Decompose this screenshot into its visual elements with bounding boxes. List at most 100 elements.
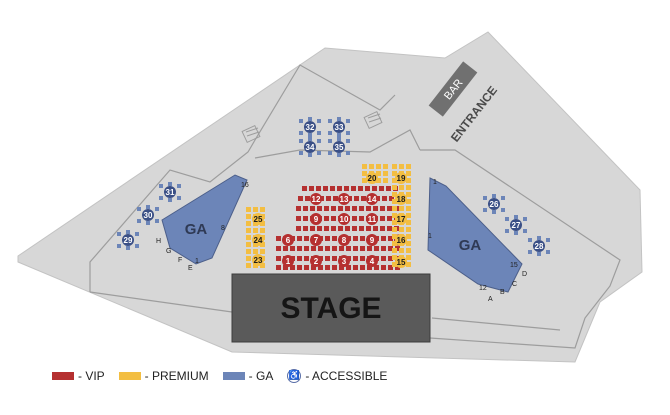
table-seat[interactable] bbox=[155, 219, 159, 223]
premium-seat[interactable] bbox=[392, 255, 397, 260]
vip-seat[interactable] bbox=[331, 226, 336, 231]
premium-seat[interactable] bbox=[406, 220, 411, 225]
vip-seat[interactable] bbox=[389, 196, 394, 201]
table-seat[interactable] bbox=[528, 250, 532, 254]
table-seat[interactable] bbox=[505, 229, 509, 233]
table-seat[interactable] bbox=[308, 153, 312, 157]
premium-seat[interactable] bbox=[260, 263, 265, 268]
vip-seat[interactable] bbox=[296, 216, 301, 221]
vip-seat[interactable] bbox=[304, 246, 309, 251]
vip-seat[interactable] bbox=[386, 186, 391, 191]
vip-seat[interactable] bbox=[381, 256, 386, 261]
premium-seat[interactable] bbox=[392, 241, 397, 246]
table-29-marker[interactable] bbox=[122, 234, 134, 246]
table-seat[interactable] bbox=[483, 196, 487, 200]
vip-seat[interactable] bbox=[367, 265, 372, 270]
premium-seat[interactable] bbox=[406, 248, 411, 253]
vip-seat[interactable] bbox=[304, 236, 309, 241]
vip-seat[interactable] bbox=[388, 265, 393, 270]
premium-seat[interactable] bbox=[406, 206, 411, 211]
vip-seat[interactable] bbox=[387, 226, 392, 231]
table-seat[interactable] bbox=[135, 232, 139, 236]
vip-seat[interactable] bbox=[359, 226, 364, 231]
premium-seat[interactable] bbox=[406, 164, 411, 169]
table-seat[interactable] bbox=[514, 215, 518, 219]
vip-seat[interactable] bbox=[318, 246, 323, 251]
vip-seat[interactable] bbox=[395, 246, 400, 251]
vip-seat[interactable] bbox=[316, 186, 321, 191]
premium-section-18-marker[interactable] bbox=[395, 193, 407, 205]
table-35-marker[interactable] bbox=[333, 141, 345, 153]
premium-seat[interactable] bbox=[406, 192, 411, 197]
premium-seat[interactable] bbox=[392, 213, 397, 218]
table-seat[interactable] bbox=[168, 182, 172, 186]
premium-seat[interactable] bbox=[406, 185, 411, 190]
vip-seat[interactable] bbox=[352, 206, 357, 211]
table-31-marker[interactable] bbox=[164, 186, 176, 198]
vip-seat[interactable] bbox=[360, 256, 365, 261]
vip-section-7-marker[interactable] bbox=[310, 234, 322, 246]
table-seat[interactable] bbox=[137, 219, 141, 223]
premium-seat[interactable] bbox=[260, 242, 265, 247]
table-seat[interactable] bbox=[126, 230, 130, 234]
premium-seat[interactable] bbox=[260, 221, 265, 226]
vip-seat[interactable] bbox=[331, 216, 336, 221]
vip-seat[interactable] bbox=[297, 246, 302, 251]
table-seat[interactable] bbox=[505, 217, 509, 221]
table-seat[interactable] bbox=[528, 238, 532, 242]
table-seat[interactable] bbox=[299, 139, 303, 143]
premium-section-16-marker[interactable] bbox=[395, 234, 407, 246]
vip-seat[interactable] bbox=[325, 256, 330, 261]
vip-seat[interactable] bbox=[325, 246, 330, 251]
vip-seat[interactable] bbox=[382, 196, 387, 201]
table-seat[interactable] bbox=[159, 184, 163, 188]
vip-seat[interactable] bbox=[366, 206, 371, 211]
premium-seat[interactable] bbox=[406, 234, 411, 239]
vip-seat[interactable] bbox=[338, 206, 343, 211]
vip-seat[interactable] bbox=[337, 186, 342, 191]
premium-seat[interactable] bbox=[376, 178, 381, 183]
vip-seat[interactable] bbox=[365, 186, 370, 191]
table-seat[interactable] bbox=[317, 139, 321, 143]
premium-seat[interactable] bbox=[406, 171, 411, 176]
premium-seat[interactable] bbox=[253, 263, 258, 268]
vip-seat[interactable] bbox=[309, 186, 314, 191]
premium-seat[interactable] bbox=[392, 206, 397, 211]
table-27-marker[interactable] bbox=[510, 219, 522, 231]
table-seat[interactable] bbox=[501, 208, 505, 212]
vip-seat[interactable] bbox=[380, 226, 385, 231]
table-30-marker[interactable] bbox=[142, 209, 154, 221]
vip-seat[interactable] bbox=[318, 265, 323, 270]
vip-seat[interactable] bbox=[317, 226, 322, 231]
vip-seat[interactable] bbox=[351, 186, 356, 191]
premium-seat[interactable] bbox=[399, 206, 404, 211]
table-seat[interactable] bbox=[328, 151, 332, 155]
premium-seat[interactable] bbox=[392, 185, 397, 190]
table-seat[interactable] bbox=[328, 119, 332, 123]
vip-section-13-marker[interactable] bbox=[338, 193, 350, 205]
vip-seat[interactable] bbox=[395, 265, 400, 270]
table-seat[interactable] bbox=[168, 198, 172, 202]
vip-seat[interactable] bbox=[302, 186, 307, 191]
vip-seat[interactable] bbox=[380, 206, 385, 211]
vip-seat[interactable] bbox=[283, 265, 288, 270]
vip-seat[interactable] bbox=[374, 265, 379, 270]
table-seat[interactable] bbox=[117, 244, 121, 248]
vip-seat[interactable] bbox=[332, 236, 337, 241]
premium-seat[interactable] bbox=[392, 164, 397, 169]
vip-seat[interactable] bbox=[388, 256, 393, 261]
table-seat[interactable] bbox=[155, 207, 159, 211]
table-seat[interactable] bbox=[317, 131, 321, 135]
vip-seat[interactable] bbox=[366, 226, 371, 231]
premium-section-17-marker[interactable] bbox=[395, 213, 407, 225]
vip-seat[interactable] bbox=[339, 246, 344, 251]
premium-seat[interactable] bbox=[399, 164, 404, 169]
table-seat[interactable] bbox=[126, 246, 130, 250]
premium-section-23-marker[interactable] bbox=[252, 254, 264, 266]
table-seat[interactable] bbox=[346, 151, 350, 155]
premium-seat[interactable] bbox=[376, 171, 381, 176]
vip-seat[interactable] bbox=[360, 246, 365, 251]
premium-seat[interactable] bbox=[406, 262, 411, 267]
vip-section-9-marker[interactable] bbox=[366, 234, 378, 246]
table-seat[interactable] bbox=[299, 131, 303, 135]
